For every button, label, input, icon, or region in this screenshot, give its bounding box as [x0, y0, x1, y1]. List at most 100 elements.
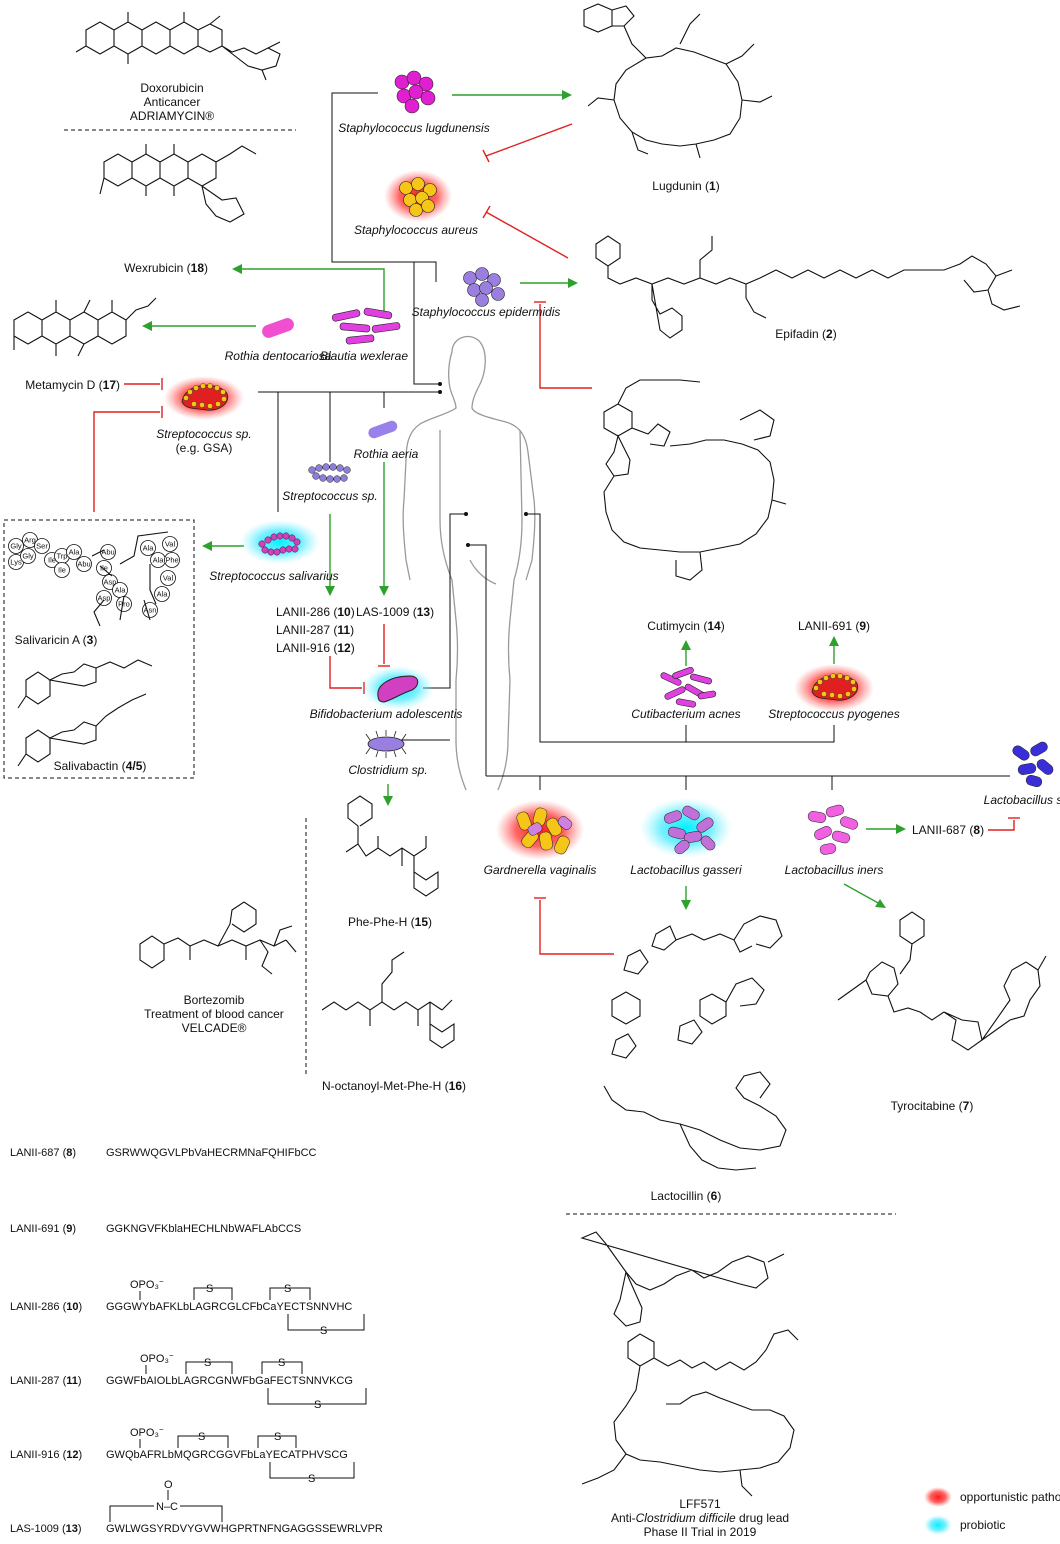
tyrocitabine-structure: [837, 911, 1047, 1051]
label-bifidobacterium: Bifidobacterium adolescentis: [310, 707, 463, 721]
arrow-cutibacterium-to-cutimycin: [681, 640, 691, 666]
label-lacto-sp: Lactobacillus sp.: [984, 793, 1060, 807]
tyrocitabine-label: Tyrocitabine (7): [891, 1099, 974, 1113]
inhibition-arrows: [93, 123, 1020, 955]
label-strep-gsa-1: Streptococcus sp.: [156, 427, 251, 441]
residue-circle: [140, 540, 156, 556]
arrow-rothia-aeria-to-las1009: [379, 462, 389, 596]
arrow-rothia-to-metamycin: [142, 321, 256, 331]
label-clostridium: Clostridium sp.: [348, 763, 427, 777]
lactam-bridge-mark: N–C: [156, 1501, 178, 1513]
lanii687-label: LANII-687 (8): [912, 823, 984, 837]
phosphate-mark: OPO₃−: [130, 1277, 164, 1292]
staph-aureus-icon: [384, 170, 452, 222]
inhibit-las1009-bifido: [378, 624, 390, 667]
sulfur-bridge-mark: S: [204, 1357, 211, 1369]
lanii287-label: LANII-287 (11): [276, 623, 354, 637]
residue-label: Ile: [100, 564, 108, 573]
lanii286-label: LANII-286 (10): [276, 605, 355, 619]
lugdunin-label: Lugdunin (1): [652, 179, 719, 193]
residue-label: Phe: [165, 556, 178, 565]
lff571-label-2: Anti-Clostridium difficile drug lead: [611, 1511, 789, 1525]
residue-label: Ala: [69, 548, 81, 557]
bortezomib-label-2: Treatment of blood cancer: [144, 1007, 284, 1021]
sulfur-bridge-mark: S: [284, 1283, 291, 1295]
sequence-list: LANII-687 (8) GSRWWQGVLPbVaHECRMNaFQHIFb…: [10, 1147, 383, 1535]
residue-label: Asp: [98, 594, 111, 603]
inhibit-lactocillin-gardnerella: [534, 897, 614, 955]
label-cutibacterium: Cutibacterium acnes: [631, 707, 740, 721]
residue-label: Arg: [24, 536, 36, 545]
residue-label: Ala: [153, 556, 165, 565]
salivarius-products-box: [3, 519, 195, 779]
lactocillin-label: Lactocillin (6): [651, 1189, 722, 1203]
label-staph-lugdunensis: Staphylococcus lugdunensis: [338, 121, 489, 135]
strep-salivarius-icon: [240, 520, 320, 564]
residue-label: Abu: [77, 560, 90, 569]
inhibit-lugdunin-aureus: [482, 123, 573, 163]
residue-circle: [20, 548, 36, 564]
lanii916-label: LANII-916 (12): [276, 641, 355, 655]
label-staph-aureus: Staphylococcus aureus: [354, 223, 478, 237]
residue-circle: [8, 538, 24, 554]
phephe-structure: [345, 795, 439, 897]
label-gardnerella: Gardnerella vaginalis: [484, 863, 597, 877]
cutimycin-structure: [603, 379, 787, 581]
clostridium-icon: [365, 730, 407, 758]
wexrubicin-label: Wexrubicin (18): [124, 261, 208, 275]
residue-circle: [162, 536, 178, 552]
residue-label: Ile: [48, 556, 56, 565]
phosphate-mark: OPO₃−: [140, 1351, 174, 1366]
bortezomib-structure: [139, 901, 297, 975]
sequence-text: GGWFbAIOLbLAGRCGNWFbGaFECTSNNVKCG: [106, 1375, 353, 1387]
inhibit-lanii687-lactobacillus: [988, 817, 1020, 831]
arrow-iners-to-lanii687: [866, 824, 906, 834]
residue-circle: [76, 556, 92, 572]
sulfur-bridge-mark: S: [274, 1431, 281, 1443]
residue-label: Ala: [115, 586, 127, 595]
lacto-gasseri-icon: [640, 798, 732, 858]
doxorubicin-structure: [75, 12, 281, 81]
label-lacto-gasseri: Lactobacillus gasseri: [630, 863, 742, 877]
label-strep-pyogenes: Streptococcus pyogenes: [768, 707, 899, 721]
phosphate-mark: OPO₃−: [130, 1425, 164, 1440]
sulfur-bridge-mark: S: [198, 1431, 205, 1443]
las1009-label: LAS-1009 (13): [356, 605, 434, 619]
inhibit-epifadin-aureus: [482, 205, 569, 259]
wexrubicin-structure: [99, 144, 257, 223]
sequence-row: LANII-287 (11) GGWFbAIOLbLAGRCGNWFbGaFEC…: [10, 1351, 367, 1411]
inhibit-cutimycin-epidermidis: [534, 301, 592, 389]
sequence-label: LANII-287 (11): [10, 1375, 82, 1387]
metamycin-label: Metamycin D (17): [25, 378, 120, 392]
inhibit-lanii-bifido: [329, 656, 365, 694]
doxorubicin-label-2: Anticancer: [144, 95, 201, 109]
sequence-row: LANII-286 (10) GGGWYbAFKLbLAGRCGLCFbCaYE…: [10, 1277, 365, 1337]
sequence-label: LANII-687 (8): [10, 1147, 76, 1159]
sulfur-bridge-mark: S: [320, 1325, 327, 1337]
residue-circle: [66, 544, 82, 560]
residue-label: Asp: [104, 578, 117, 587]
gardnerella-icon: [496, 800, 584, 860]
lff571-structure: [580, 1231, 799, 1497]
sequence-text: GGGWYbAFKLbLAGRCGLCFbCaYECTSNNVHC: [106, 1301, 352, 1313]
residue-label: Val: [163, 574, 174, 583]
metamycin-structure: [13, 297, 157, 357]
label-rothia-dentocariosa: Rothia dentocariosa: [225, 349, 332, 363]
octanoyl-structure: [321, 951, 455, 1049]
epifadin-label: Epifadin (2): [775, 327, 836, 341]
residue-label: Lys: [10, 558, 22, 567]
label-strep-gsa-2: (e.g. GSA): [176, 441, 233, 455]
arrow-epidermidis-to-epifadin: [520, 278, 578, 288]
residue-label: Ala: [157, 590, 169, 599]
inhibit-salivaricin-strep: [93, 406, 163, 512]
arrow-strep-to-lanii: [325, 514, 335, 596]
human-body-outline: [402, 335, 536, 791]
carbonyl-mark: O: [164, 1479, 173, 1491]
sulfur-bridge-mark: S: [314, 1399, 321, 1411]
lff571-label-1: LFF571: [679, 1497, 721, 1511]
sequence-label: LAS-1009 (13): [10, 1523, 82, 1535]
label-rothia-aeria: Rothia aeria: [354, 447, 419, 461]
residue-label: Ile: [58, 566, 66, 575]
